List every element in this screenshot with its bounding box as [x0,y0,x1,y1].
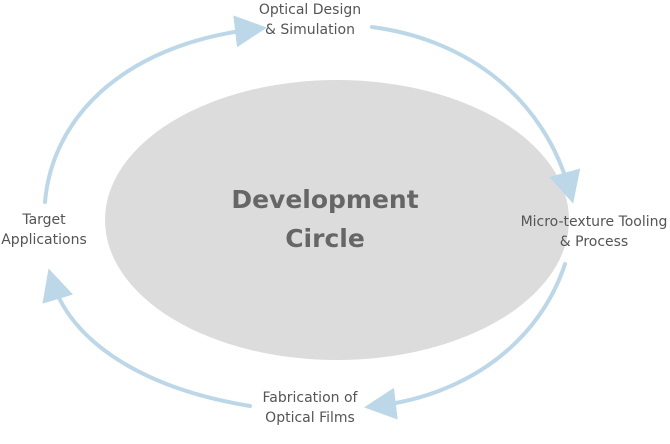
arrow-bottom-to-left [42,268,252,408]
arrow-top-to-right [370,25,581,204]
center-ellipse [105,80,569,360]
node-target-applications: Target Applications [1,212,87,248]
node-fabrication: Fabrication of Optical Films [262,390,358,426]
arrow-right-to-bottom [364,262,567,420]
node-optical-design: Optical Design & Simulation [258,2,362,38]
arrow-left-to-top [43,15,267,204]
node-micro-texture-tooling: Micro-texture Tooling & Process [520,214,668,250]
center-title: Development Circle [231,185,419,253]
